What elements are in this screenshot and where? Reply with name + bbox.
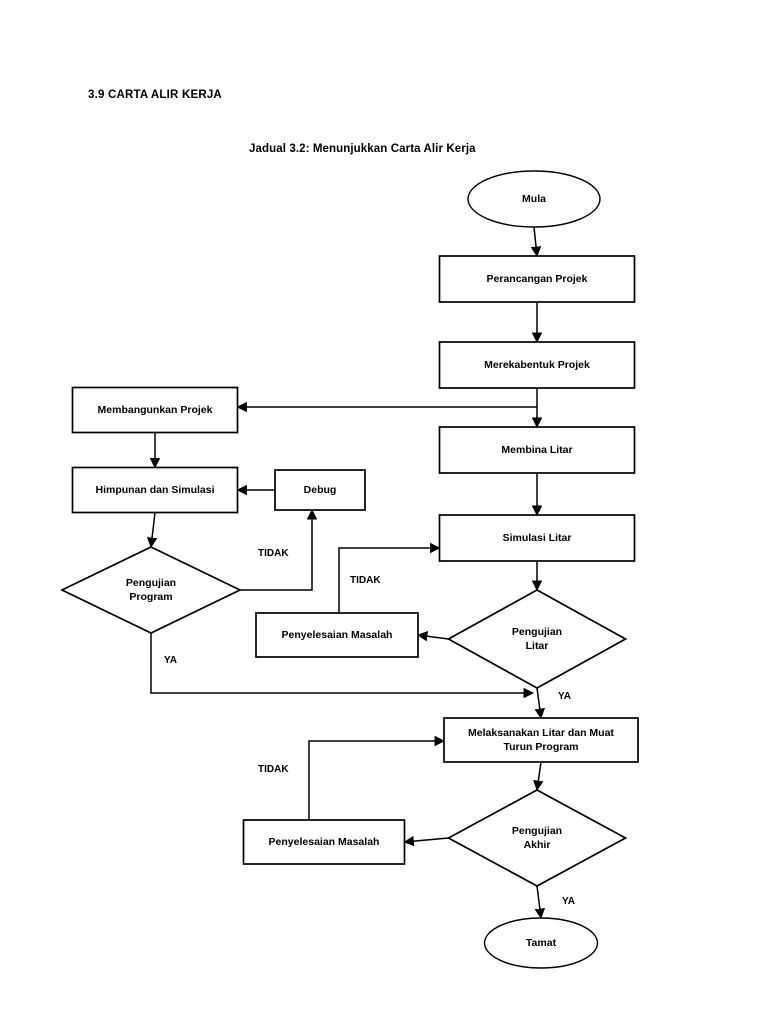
node-simulasi-litar xyxy=(438,514,636,562)
edge-himpunan-pengujianprogram xyxy=(146,512,158,549)
edge-label-ya-akhir: YA xyxy=(562,896,575,907)
node-pengujian-program xyxy=(60,546,242,634)
node-merekabentuk xyxy=(438,341,636,389)
node-pengujian-litar xyxy=(446,589,628,689)
edge-label-tidak-program: TIDAK xyxy=(258,548,289,559)
node-membina-litar xyxy=(438,426,636,474)
edge-pengujianprogram-debug xyxy=(240,508,318,591)
edge-pengujianakhir-tamat xyxy=(534,885,546,920)
node-melaksanakan xyxy=(443,717,639,763)
edge-label-tidak-akhir: TIDAK xyxy=(258,764,289,775)
edge-pengujianakhir-penyelesaian xyxy=(403,835,449,847)
edge-pengujianlitar-melaksanakan xyxy=(534,687,545,720)
section-heading: 3.9 CARTA ALIR KERJA xyxy=(88,89,222,101)
edge-label-ya-litar: YA xyxy=(558,691,571,702)
edge-penyelesaian-simulasi xyxy=(338,542,441,613)
figure-caption: Jadual 3.2: Menunjukkan Carta Alir Kerja xyxy=(249,143,476,155)
node-perancangan xyxy=(438,255,636,303)
node-tamat xyxy=(483,917,599,969)
edge-pengujianlitar-penyelesaian xyxy=(416,631,449,642)
edge-label-ya-program: YA xyxy=(164,655,177,666)
node-penyelesaian-litar xyxy=(255,612,419,658)
flowchart-nodes xyxy=(60,170,639,969)
flowchart-edges xyxy=(146,226,546,920)
edge-label-tidak-litar: TIDAK xyxy=(350,575,381,586)
edge-penyelesaianakhir-melaksanakan xyxy=(308,735,446,820)
edge-pengujianprogram-melaksanakan xyxy=(150,633,535,699)
node-penyelesaian-akhir xyxy=(242,819,406,865)
node-himpunan xyxy=(71,466,239,514)
node-debug xyxy=(274,469,366,511)
edge-mula-perancangan xyxy=(530,226,542,258)
edge-melaksanakan-pengujianakhir xyxy=(533,761,544,792)
node-mula xyxy=(467,170,601,228)
node-pengujian-akhir xyxy=(446,789,628,887)
node-membangunkan xyxy=(71,386,239,434)
